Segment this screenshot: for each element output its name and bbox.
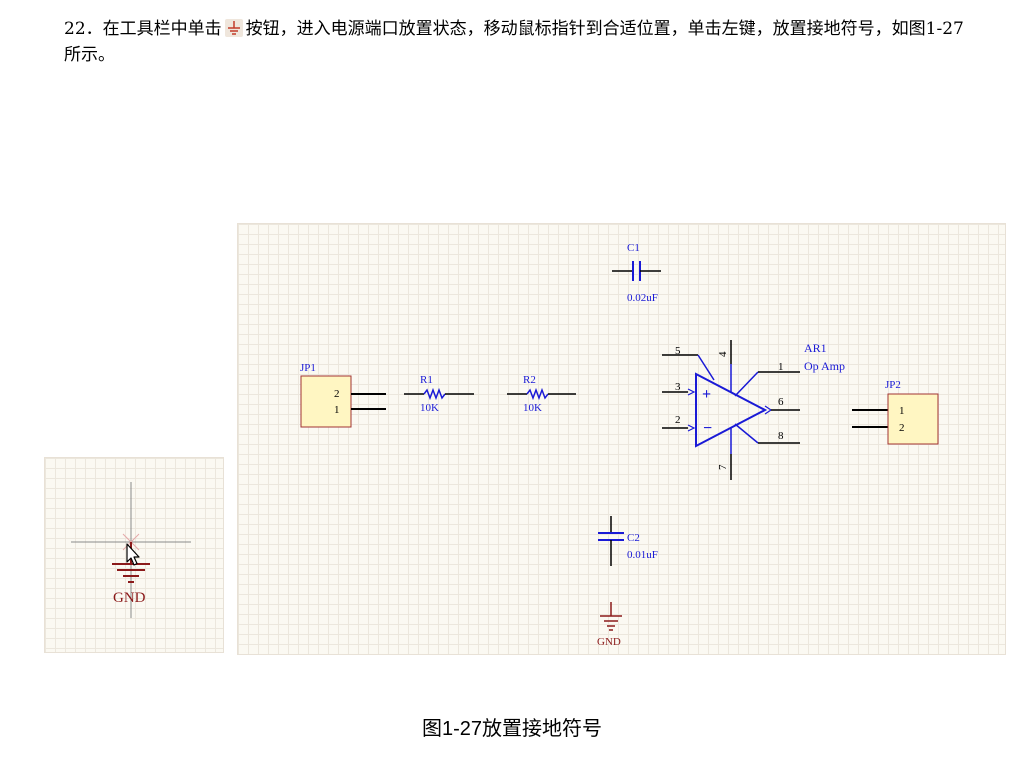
ar1-value: Op Amp — [804, 359, 845, 373]
capacitor-c2[interactable] — [598, 516, 624, 566]
placement-preview-panel: GND — [44, 457, 224, 653]
c1-ref: C1 — [627, 242, 640, 254]
schematic-panel: C1 0.02uF JP1 2 1 R1 10K R2 10K — [237, 223, 1006, 655]
jp1-pin-top: 2 — [334, 388, 340, 400]
mouse-pointer-icon — [126, 543, 140, 566]
connector-jp2[interactable] — [852, 393, 939, 445]
ar1-ref: AR1 — [804, 341, 827, 355]
opamp-plus-sign: + — [702, 386, 711, 403]
ar1-pin-7: 7 — [717, 464, 729, 470]
ar1-pin-4: 4 — [717, 351, 729, 357]
c2-ref: C2 — [627, 532, 640, 544]
jp2-pin-bottom: 2 — [899, 422, 905, 434]
gnd-label: GND — [597, 636, 621, 648]
instruction-after: 按钮，进入电源端口放置状态，移动鼠标指针到合适位置，单击左键，放置接地符号，如图… — [64, 19, 964, 65]
ar1-pin-2: 2 — [675, 414, 681, 426]
opamp-ar1[interactable] — [662, 340, 800, 480]
r2-value: 10K — [523, 402, 542, 414]
c2-value: 0.01uF — [627, 549, 658, 561]
ar1-pin-6: 6 — [778, 396, 784, 408]
preview-gnd-label: GND — [113, 590, 146, 606]
r2-ref: R2 — [523, 374, 536, 386]
ar1-pin-5: 5 — [675, 345, 681, 357]
ground-icon — [224, 19, 243, 37]
capacitor-c1[interactable] — [612, 261, 661, 281]
instruction-before: 22．在工具栏中单击 — [64, 19, 222, 39]
jp1-ref: JP1 — [300, 362, 316, 374]
jp2-pin-top: 1 — [899, 405, 905, 417]
jp2-ref: JP2 — [885, 379, 901, 391]
r1-value: 10K — [420, 402, 439, 414]
ar1-pin-1: 1 — [778, 361, 784, 373]
connector-jp1[interactable] — [300, 375, 386, 428]
resistor-r1[interactable] — [404, 387, 474, 401]
ar1-pin-8: 8 — [778, 430, 784, 442]
c1-value: 0.02uF — [627, 292, 658, 304]
figure-caption: 图1-27放置接地符号 — [421, 718, 603, 740]
resistor-r2[interactable] — [507, 387, 576, 401]
r1-ref: R1 — [420, 374, 433, 386]
opamp-minus-sign: − — [703, 420, 712, 437]
ground-symbol[interactable] — [600, 602, 622, 631]
ar1-pin-3: 3 — [675, 381, 681, 393]
instruction-text: 22．在工具栏中单击按钮，进入电源端口放置状态，移动鼠标指针到合适位置，单击左键… — [64, 16, 974, 68]
jp1-pin-bottom: 1 — [334, 404, 340, 416]
